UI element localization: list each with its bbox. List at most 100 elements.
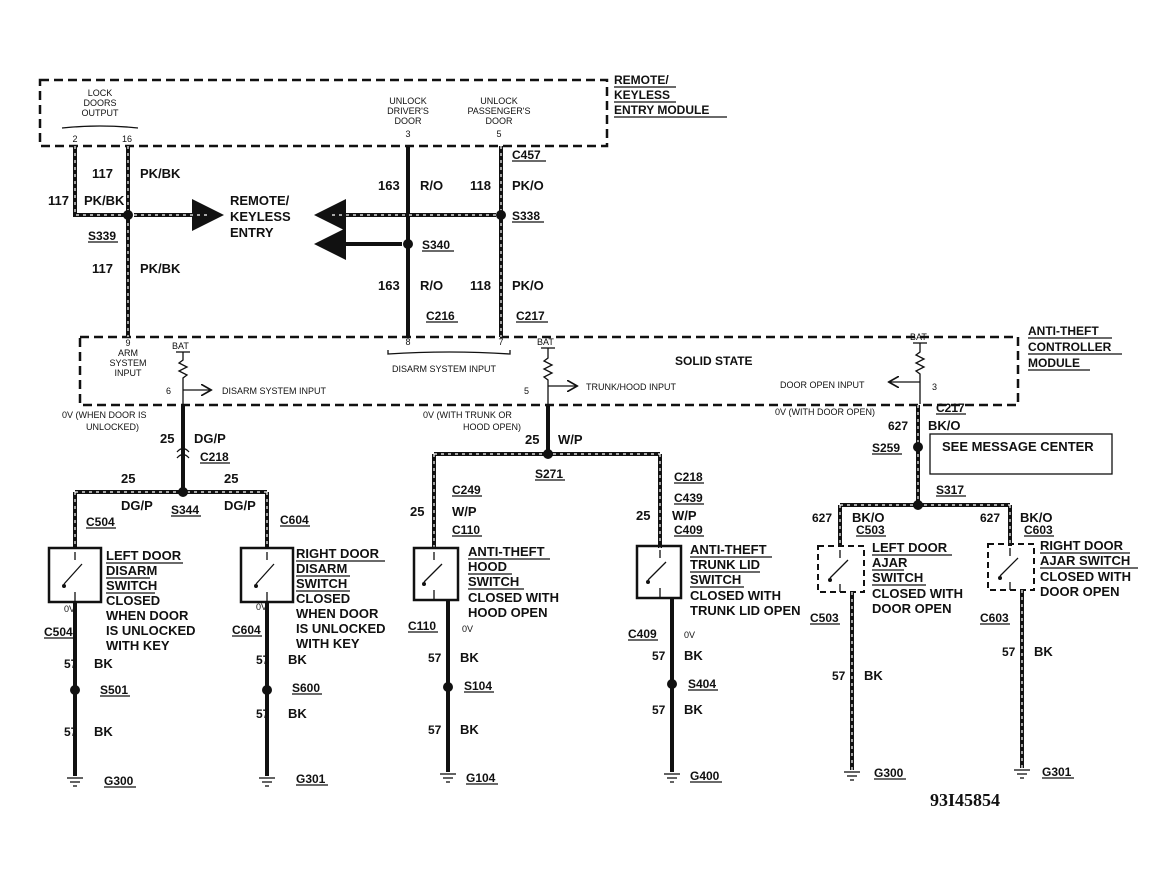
wire-627-c: 627 <box>980 511 1000 525</box>
connector-c504-a: C504 <box>86 515 115 529</box>
remote-entry-label: REMOTE/ KEYLESS ENTRY <box>230 193 291 240</box>
svg-text:BAT: BAT <box>172 341 189 351</box>
pin-8: 8 <box>405 337 410 347</box>
disarm-system-input-label: DISARM SYSTEM INPUT <box>222 386 327 396</box>
wire-57-f: 57 <box>652 649 666 663</box>
wire-25-dgp <box>73 405 269 548</box>
wire-163-b: 163 <box>378 278 400 293</box>
svg-text:AJAR: AJAR <box>872 555 908 570</box>
svg-text:KEYLESS: KEYLESS <box>230 209 291 224</box>
wire-bk-b: BK <box>288 652 307 667</box>
svg-text:WITH KEY: WITH KEY <box>296 636 360 651</box>
svg-text:DOORS: DOORS <box>83 98 116 108</box>
svg-text:HOOD OPEN: HOOD OPEN <box>468 605 547 620</box>
wire-bk-j: BK <box>1034 644 1053 659</box>
svg-text:ANTI-THEFT: ANTI-THEFT <box>1028 324 1099 338</box>
splice-s259: S259 <box>872 441 900 455</box>
ground-symbol-g104 <box>440 773 456 783</box>
splice-s104: S104 <box>464 679 492 693</box>
solid-state-label: SOLID STATE <box>675 354 753 368</box>
svg-text:TRUNK LID OPEN: TRUNK LID OPEN <box>690 603 801 618</box>
svg-text:KEYLESS: KEYLESS <box>614 88 670 102</box>
wire-25-e: 25 <box>410 504 424 519</box>
svg-text:DISARM: DISARM <box>296 561 347 576</box>
svg-text:CLOSED WITH: CLOSED WITH <box>468 590 559 605</box>
svg-text:SWITCH: SWITCH <box>872 570 923 585</box>
splice-s404: S404 <box>688 677 716 691</box>
wire-ro-a: R/O <box>420 178 443 193</box>
connector-c603-b: C603 <box>980 611 1009 625</box>
connector-c217-top: C217 <box>516 309 545 323</box>
rke-module-label: REMOTE/ KEYLESS ENTRY MODULE <box>614 73 727 118</box>
wire-627-a: 627 <box>888 419 908 433</box>
right-door-ajar-switch <box>987 543 1035 591</box>
wire-117-a: 117 <box>92 166 113 181</box>
wire-bko-a: BK/O <box>928 418 961 433</box>
wire-bk-h: BK <box>684 702 703 717</box>
svg-text:CLOSED: CLOSED <box>296 591 350 606</box>
lock-doors-output-label: LOCK DOORS OUTPUT 2 16 <box>61 88 139 144</box>
svg-text:LEFT DOOR: LEFT DOOR <box>106 548 182 563</box>
svg-text:IS UNLOCKED: IS UNLOCKED <box>106 623 196 638</box>
svg-text:5: 5 <box>496 129 501 139</box>
svg-text:UNLOCK: UNLOCK <box>480 96 518 106</box>
splice-s271: S271 <box>535 467 563 481</box>
wire-bk-e: BK <box>460 650 479 665</box>
left-door-ajar-switch-label: LEFT DOOR AJAR SWITCH CLOSED WITH DOOR O… <box>872 540 963 616</box>
connector-c604-b: C604 <box>232 623 261 637</box>
trunk-hood-input-label: TRUNK/HOOD INPUT <box>586 382 677 392</box>
svg-text:CLOSED WITH: CLOSED WITH <box>872 586 963 601</box>
connector-c218-b: C218 <box>674 470 703 484</box>
door-open-input-label: DOOR OPEN INPUT <box>780 380 865 390</box>
splice-s271-dot <box>543 449 553 459</box>
svg-text:RIGHT DOOR: RIGHT DOOR <box>296 546 380 561</box>
voltage-note-ajar: 0V (WITH DOOR OPEN) <box>775 407 875 417</box>
wire-163-a: 163 <box>378 178 400 193</box>
svg-text:HOOD OPEN): HOOD OPEN) <box>463 422 521 432</box>
svg-text:OUTPUT: OUTPUT <box>82 108 120 118</box>
svg-text:REMOTE/: REMOTE/ <box>614 73 669 87</box>
connector-c216: C216 <box>426 309 455 323</box>
unlock-passenger-door-label: UNLOCK PASSENGER'S DOOR 5 <box>467 96 530 139</box>
wire-57-g: 57 <box>428 723 442 737</box>
wire-25-f: 25 <box>636 508 650 523</box>
wire-25-d: 25 <box>525 432 539 447</box>
wire-57-d: 57 <box>256 707 270 721</box>
svg-text:DOOR OPEN: DOOR OPEN <box>1040 584 1119 599</box>
svg-text:BAT: BAT <box>910 332 927 342</box>
bat-pullup-left: BAT <box>172 341 210 404</box>
wire-dgp-c: DG/P <box>224 498 256 513</box>
right-door-disarm-switch-label: RIGHT DOOR DISARM SWITCH CLOSED WHEN DOO… <box>296 546 386 651</box>
svg-text:LOCK: LOCK <box>88 88 113 98</box>
anti-theft-hood-switch-label: ANTI-THEFT HOOD SWITCH CLOSED WITH HOOD … <box>468 544 559 620</box>
pin-3: 3 <box>932 382 937 392</box>
splice-s339-dot <box>123 210 133 220</box>
wire-bko-c: BK/O <box>1020 510 1053 525</box>
svg-text:CLOSED: CLOSED <box>106 593 160 608</box>
connector-c217-b: C217 <box>936 401 965 415</box>
connector-c603-a: C603 <box>1024 523 1053 537</box>
wire-627-bko <box>838 405 1012 546</box>
svg-text:SWITCH: SWITCH <box>296 576 347 591</box>
svg-text:16: 16 <box>122 134 132 144</box>
rke-module-box <box>38 78 609 148</box>
svg-text:SWITCH: SWITCH <box>468 574 519 589</box>
svg-text:AJAR SWITCH: AJAR SWITCH <box>1040 553 1130 568</box>
wire-dgp-b: DG/P <box>121 498 153 513</box>
voltage-note-door: 0V (WHEN DOOR IS UNLOCKED) <box>62 410 147 432</box>
splice-s340: S340 <box>422 238 450 252</box>
svg-text:0V (WHEN DOOR IS: 0V (WHEN DOOR IS <box>62 410 147 420</box>
ground-symbol-g400 <box>664 773 680 783</box>
wire-wp-a: W/P <box>558 432 583 447</box>
wire-bk-g: BK <box>460 722 479 737</box>
svg-text:BAT: BAT <box>537 337 554 347</box>
svg-text:SWITCH: SWITCH <box>690 572 741 587</box>
svg-text:UNLOCK: UNLOCK <box>389 96 427 106</box>
left-door-ajar-switch <box>817 545 865 593</box>
svg-text:ENTRY: ENTRY <box>230 225 274 240</box>
ground-g400: G400 <box>690 769 720 783</box>
svg-text:TRUNK LID: TRUNK LID <box>690 557 760 572</box>
wire-57-h: 57 <box>652 703 666 717</box>
svg-text:SWITCH: SWITCH <box>106 578 157 593</box>
